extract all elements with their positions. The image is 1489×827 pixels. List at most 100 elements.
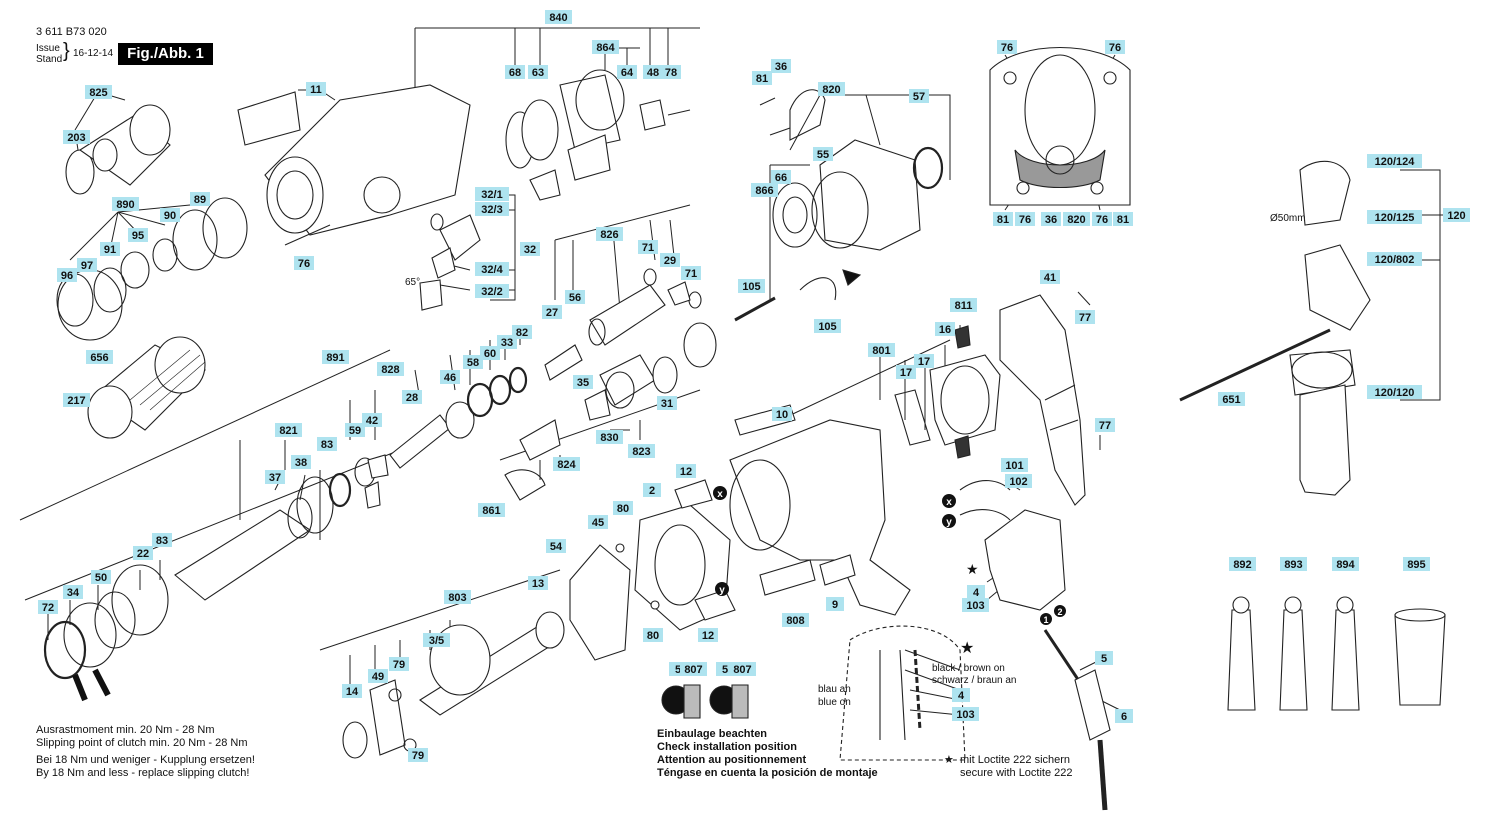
- part-label-808: 808: [786, 615, 804, 627]
- part-label-893: 893: [1284, 559, 1302, 571]
- part-label-bg-120_802: [1367, 252, 1422, 266]
- part-label-bg-28: [402, 390, 422, 404]
- part-label-3_5: 3/5: [429, 635, 444, 647]
- part-label-bg-36: [771, 59, 791, 73]
- part-label-807b: 807: [733, 664, 751, 676]
- cable-drawing: [1043, 629, 1111, 811]
- part-label-203: 203: [67, 132, 85, 144]
- part-label-820: 820: [822, 84, 840, 96]
- install-note-en: Check installation position: [657, 741, 797, 753]
- part-label-97: 97: [81, 260, 93, 272]
- part-label-102: 102: [1009, 476, 1027, 488]
- part-label-828: 828: [381, 364, 399, 376]
- part-label-58: 58: [467, 357, 479, 369]
- part-label-bg-5a: [1095, 651, 1113, 665]
- part-label-bg-32: [520, 242, 540, 256]
- wiring-detail-drawing: [839, 625, 966, 761]
- part-label-bg-2: [643, 483, 661, 497]
- part-label-bg-824: [553, 457, 580, 471]
- diameter-label: Ø50mm: [1270, 213, 1306, 224]
- part-label-bg-77b: [1095, 418, 1115, 432]
- brush-holder-drawing: [894, 325, 1001, 459]
- part-label-bg-120_120: [1367, 385, 1422, 399]
- part-label-bg-59: [345, 423, 365, 437]
- part-label-bg-81a: [752, 71, 772, 85]
- part-label-bg-826: [596, 227, 623, 241]
- part-label-bg-120_125: [1367, 210, 1422, 224]
- part-label-72: 72: [42, 602, 54, 614]
- part-label-bg-821: [275, 423, 302, 437]
- rear-view-drawing: [989, 47, 1131, 206]
- clutch-parts-drawing: [505, 69, 691, 201]
- part-label-76e: 76: [1096, 214, 1108, 226]
- part-label-bg-11: [306, 82, 326, 96]
- field-coil-drawing: [569, 479, 736, 661]
- wire-note-schwarz: schwarz / braun an: [932, 675, 1017, 686]
- xy-markers: x y x y 1 2 ★ ★: [713, 486, 1066, 657]
- part-label-bg-101: [1001, 458, 1028, 472]
- part-drawings: [43, 47, 1446, 811]
- document-number: 3 611 B73 020: [36, 26, 107, 38]
- part-label-bg-32_1: [475, 187, 509, 201]
- part-label-bg-830: [596, 430, 623, 444]
- part-label-76b: 76: [1001, 42, 1013, 54]
- part-label-bg-6: [1115, 709, 1133, 723]
- part-label-71b: 71: [685, 268, 697, 280]
- part-label-bg-29: [660, 253, 680, 267]
- part-label-bg-801: [868, 343, 895, 357]
- part-label-bg-49: [368, 669, 388, 683]
- part-label-840: 840: [549, 12, 567, 24]
- grease-tubes-drawing: [1227, 596, 1446, 711]
- replace-note-de: Bei 18 Nm und weniger - Kupplung ersetze…: [36, 754, 255, 766]
- part-label-bg-82: [512, 325, 532, 339]
- part-label-825: 825: [89, 87, 107, 99]
- part-label-866: 866: [755, 185, 773, 197]
- install-note-fr: Attention au positionnement: [657, 754, 807, 766]
- part-label-79b: 79: [412, 750, 424, 762]
- part-label-9: 9: [832, 599, 838, 611]
- piston-parts-drawing: [544, 268, 702, 381]
- part-label-bg-64: [617, 65, 637, 79]
- part-label-bg-105a: [738, 279, 765, 293]
- part-label-45: 45: [592, 517, 604, 529]
- part-label-11: 11: [310, 84, 322, 96]
- part-label-bg-68: [505, 65, 525, 79]
- switch-drawing: [959, 480, 1066, 611]
- part-label-bg-46: [440, 370, 460, 384]
- part-label-6: 6: [1121, 711, 1127, 723]
- part-label-120_124: 120/124: [1375, 156, 1416, 168]
- part-label-bg-95: [128, 228, 148, 242]
- part-label-bg-894: [1332, 557, 1359, 571]
- part-label-bg-89: [190, 192, 210, 206]
- part-label-bg-895: [1403, 557, 1430, 571]
- part-label-60: 60: [484, 348, 496, 360]
- part-label-826: 826: [600, 229, 618, 241]
- part-label-120_125: 120/125: [1375, 212, 1415, 224]
- part-label-bg-71b: [681, 266, 701, 280]
- part-label-811: 811: [955, 300, 973, 312]
- part-label-bg-35: [573, 375, 593, 389]
- part-label-820b: 820: [1067, 214, 1085, 226]
- part-label-bg-80a: [613, 501, 633, 515]
- part-label-bg-891: [322, 350, 349, 364]
- part-label-81a: 81: [756, 73, 768, 85]
- part-label-830: 830: [600, 432, 618, 444]
- part-label-76c: 76: [1109, 42, 1121, 54]
- part-label-32_4: 32/4: [481, 264, 503, 276]
- part-label-32_3: 32/3: [481, 204, 502, 216]
- install-position-icons: [661, 684, 749, 719]
- part-label-807a: 807: [684, 664, 702, 676]
- screw-76-drawing: [284, 224, 331, 246]
- part-label-63: 63: [532, 67, 544, 79]
- part-label-49: 49: [372, 671, 384, 683]
- part-label-801: 801: [872, 345, 890, 357]
- part-label-83a: 83: [321, 439, 333, 451]
- part-label-bg-76d: [1015, 212, 1035, 226]
- part-label-37: 37: [269, 472, 281, 484]
- part-label-12a: 12: [680, 466, 692, 478]
- part-label-120_120: 120/120: [1375, 387, 1415, 399]
- part-label-bg-807a: [680, 662, 707, 676]
- part-label-bg-38: [291, 455, 311, 469]
